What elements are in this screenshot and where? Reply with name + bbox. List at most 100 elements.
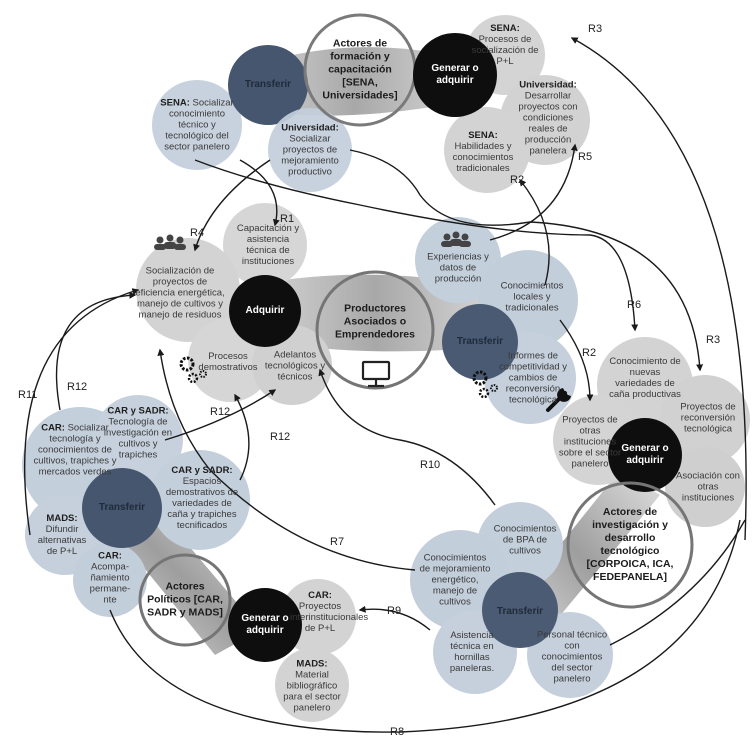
label-bold: SENA: [160,97,190,109]
label-text: Proyectos interinstitucionales de P+L [290,601,369,634]
label-r7: R7 [330,536,344,548]
label-r12-a: R12 [210,406,230,418]
hub-adquirir [229,275,301,347]
label-text: Tecnología de investigación en cultivos … [103,416,173,461]
actor-politicos-title: Actores Políticos [CAR, SADR y MADS] [147,580,223,619]
hub-generar-formacion-label: Generar o adquirir [431,63,479,86]
actor-productores-circle [315,270,435,390]
label-text: Material bibliográfico para el sector pa… [283,669,341,714]
circle-car-sadr-espacios [150,450,250,550]
label-proyectos-reconversion: Proyectos de reconversión tecnológica [680,401,736,435]
label-r1: R1 [280,213,294,225]
hub-transferir-politicos-label: Transferir [98,502,146,513]
label-text: Difundir alternativas de P+L [37,524,87,557]
hub-generar-politicos-label: Generar o adquirir [241,613,289,636]
circle-capacitacion [223,203,307,287]
arrow-r3-inner [349,149,704,372]
monitor-icon [361,360,391,388]
arrow-r7 [157,348,416,571]
label-adelantos: Adelantos tecnológicos y técnicos [264,349,326,383]
label-asociacion: Asociación con otras instituciones [676,470,740,504]
circle-car-acomp [73,543,147,617]
hub-generar-politicos [228,588,302,662]
actor-investigacion-circle [566,481,694,609]
label-r2-right: R2 [582,347,596,359]
label-sena-procesos: SENA: Procesos de socialización de P+L [470,23,540,67]
label-text: Socializar conocimiento técnico y tecnol… [164,97,234,153]
label-conocimientos-bpa: Conocimientos de BPA de cultivos [493,523,557,557]
arrow-r6 [194,159,639,332]
arrow-r10 [318,368,496,506]
arrow-r2-right [559,319,594,402]
hub-generar-investigacion [608,418,682,492]
label-socializacion: Socialización de proyectos de eficiencia… [135,265,225,321]
label-bold: MADS: [296,658,328,670]
arrow-r3-outer [570,37,747,541]
hub-transferir-formacion [228,45,308,125]
hub-transferir-politicos [82,468,162,548]
circle-experiencias [415,217,501,303]
actor-politicos-circle [138,553,232,647]
arrow-r12-a [164,389,277,441]
arrow-r1 [239,159,280,227]
label-bold: CAR: [308,590,332,601]
label-asistencia: Asistencia técnica en hornillas panelera… [449,630,495,674]
label-experiencias: Experiencias y datos de producción [427,251,489,285]
arrow-r12-c [55,291,137,411]
people-icon [154,234,186,250]
gears-icon [179,356,207,384]
label-r3-right: R3 [706,334,720,346]
label-car-sadr-espacios: CAR y SADR: Espacios demostrativos de va… [162,465,242,531]
label-r10: R10 [420,459,440,471]
circle-sena-habilidades [444,107,530,193]
label-univ-socializar: Universidad: Socializar proyectos de mej… [274,123,346,178]
label-bold: CAR: [98,550,122,562]
circle-proyectos-reconversion [660,375,750,465]
label-univ-desarrollar: Universidad: Desarrollar proyectos con c… [509,80,587,157]
label-text: Acompa-ñamiento permane-nte [89,561,131,606]
hub-transferir-investigacion-label: Transferir [496,606,544,617]
label-text: Habilidades y conocimientos tradicionale… [452,141,514,174]
arrow-r4 [193,159,271,252]
actor-investigacion-title: Actores de investigación y desarrollo te… [586,506,674,583]
gears-icon [472,370,498,399]
label-r12-b: R12 [270,431,290,443]
label-procesos: Procesos demostrativos [198,351,258,373]
label-text: Procesos de socialización de P+L [471,34,539,67]
arrow-r8 [109,519,741,733]
label-bold: CAR y SADR: [107,405,169,417]
label-car-socializar: CAR: Socializar tecnología y conocimient… [30,423,120,478]
label-mads-difundir: MADS: Difundir alternativas de P+L [33,513,91,557]
label-bold: SENA: [490,23,520,34]
circle-socializacion [136,238,240,342]
label-conocimiento-variedades: Conocimiento de nuevas variedades de cañ… [609,356,681,400]
label-bold: CAR y SADR: [171,465,233,476]
label-bold: MADS: [46,513,78,524]
hub-transferir-investigacion [482,572,558,648]
label-informes: Informes de competitividad y cambios de … [498,350,568,406]
arrow-r2-top [519,178,550,286]
label-bold: Universidad: [519,79,577,91]
label-r3-top: R3 [588,23,602,35]
hub-generar-formacion [413,33,497,117]
label-r9: R9 [387,605,401,617]
hub-transferir-central [442,304,518,380]
wrench-icon [546,388,571,412]
label-r2-top: R2 [510,174,524,186]
label-bold: Universidad: [281,122,339,134]
label-sena-habilidades: SENA: Habilidades y conocimientos tradic… [447,130,519,174]
label-r6: R6 [627,299,641,311]
label-bold: CAR: [41,422,65,434]
label-bold: SENA: [468,130,498,141]
label-r12-c: R12 [67,381,87,393]
hub-adquirir-label: Adquirir [245,305,285,316]
label-car-proyectos: CAR: Proyectos interinstitucionales de P… [290,590,368,634]
label-sena-socializar: SENA: Socializar conocimiento técnico y … [158,98,236,153]
label-r5: R5 [578,151,592,163]
label-mads-material: MADS: Material bibliográfico para el sec… [282,659,342,714]
arrow-r5 [489,143,578,241]
label-text: Socializar tecnología y conocimientos de… [33,422,117,478]
circle-sena-socializar [152,80,242,170]
label-proyectos-otras: Proyectos de otras instituciones sobre e… [558,414,622,470]
